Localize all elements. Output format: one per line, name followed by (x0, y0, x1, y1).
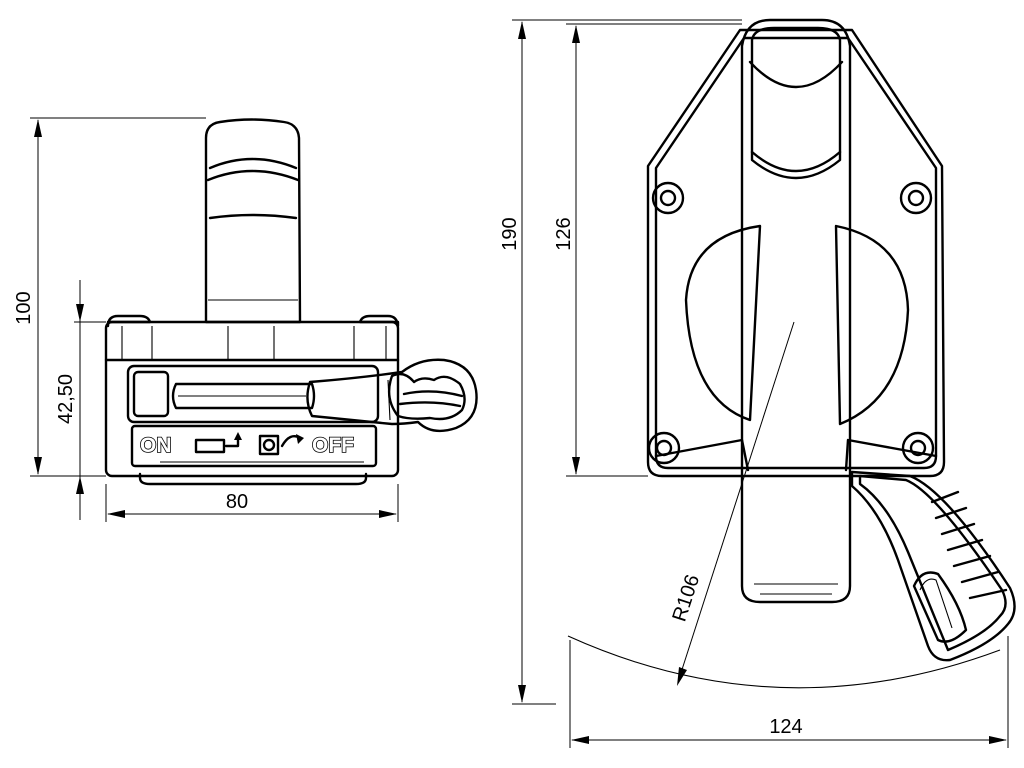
on-off-plate: ON OFF (139, 432, 355, 458)
screw-icon (647, 431, 681, 465)
dim-total-height: 190 (499, 217, 521, 250)
side-view: ON OFF 100 (13, 117, 478, 522)
screw-icon (899, 181, 933, 215)
dim-plate-height: 126 (553, 217, 575, 250)
screw-icon (901, 431, 935, 465)
off-label: OFF (312, 434, 354, 457)
on-label: ON (140, 434, 172, 457)
side-lever (306, 358, 478, 433)
dim-side-height: 100 (13, 291, 35, 324)
front-dimensions: 190 126 R106 124 (499, 19, 1009, 748)
front-view: 190 126 R106 124 (499, 18, 1016, 748)
front-plate (646, 28, 946, 478)
front-screws (647, 181, 935, 465)
dim-base-height: 42,50 (55, 374, 77, 424)
front-handle (740, 18, 852, 604)
dim-swing-width: 124 (769, 716, 802, 738)
dim-base-width: 80 (226, 491, 248, 513)
screw-icon (651, 181, 685, 215)
front-lever (850, 470, 1016, 662)
swing-arc (567, 635, 1001, 689)
side-handle (204, 118, 302, 324)
side-dimensions: 100 42,50 80 (13, 117, 399, 522)
side-housing (104, 314, 400, 486)
